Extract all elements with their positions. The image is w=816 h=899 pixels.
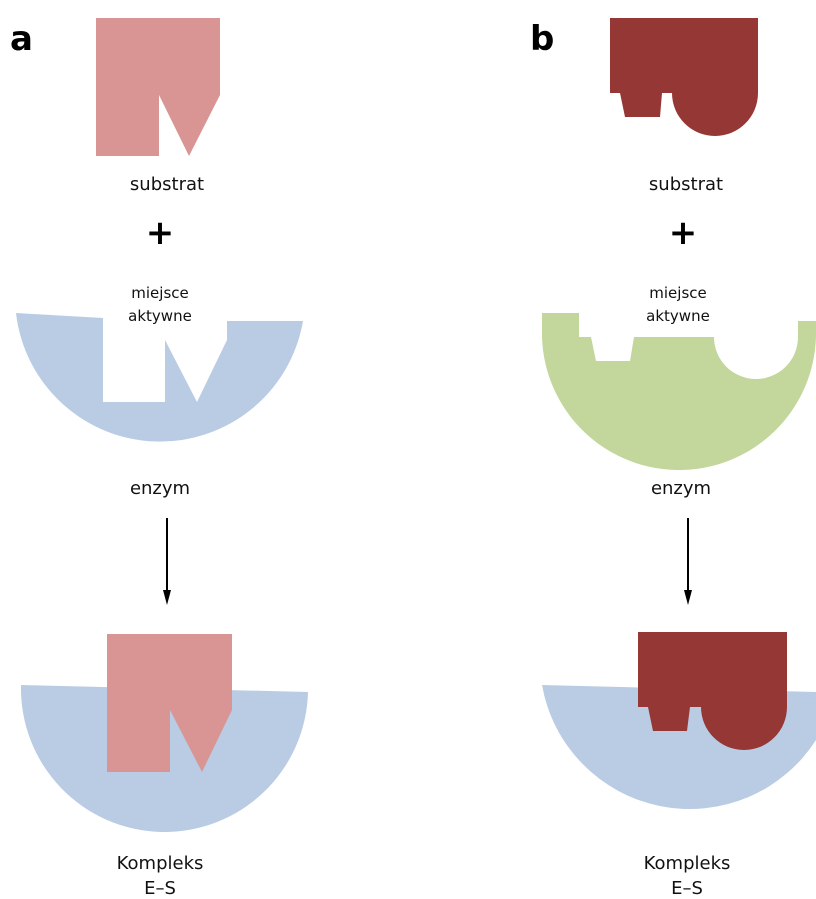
substrate-label-a: substrat: [130, 174, 204, 195]
arrowhead-a: [163, 590, 171, 605]
active-site-label-a-line1: miejsce: [131, 284, 188, 302]
panel-letter-b: b: [530, 19, 554, 59]
plus-sign-a: +: [146, 213, 175, 253]
enzyme-label-a: enzym: [130, 478, 190, 499]
active-site-label-b-line2: aktywne: [646, 307, 710, 325]
enzyme-a: [16, 313, 303, 442]
complex-label-b-line1: Kompleks: [644, 853, 731, 874]
panel-letter-a: a: [10, 19, 33, 59]
complex-label-a-line1: Kompleks: [117, 853, 204, 874]
panel-b: b substrat + miejsce aktywne enzym Kompl…: [530, 18, 816, 899]
panel-a: a substrat + miejsce aktywne enzym Kompl…: [10, 18, 308, 899]
arrowhead-b: [684, 590, 692, 605]
plus-sign-b: +: [669, 213, 698, 253]
complex-label-b-line2: E–S: [671, 878, 703, 899]
active-site-label-a-line2: aktywne: [128, 307, 192, 325]
substrate-label-b: substrat: [649, 174, 723, 195]
enzyme-label-b: enzym: [651, 478, 711, 499]
active-site-label-b-line1: miejsce: [649, 284, 706, 302]
complex-label-a-line2: E–S: [144, 878, 176, 899]
substrate-a: [96, 18, 220, 156]
substrate-b: [610, 18, 758, 136]
enzyme-b: [542, 313, 816, 470]
